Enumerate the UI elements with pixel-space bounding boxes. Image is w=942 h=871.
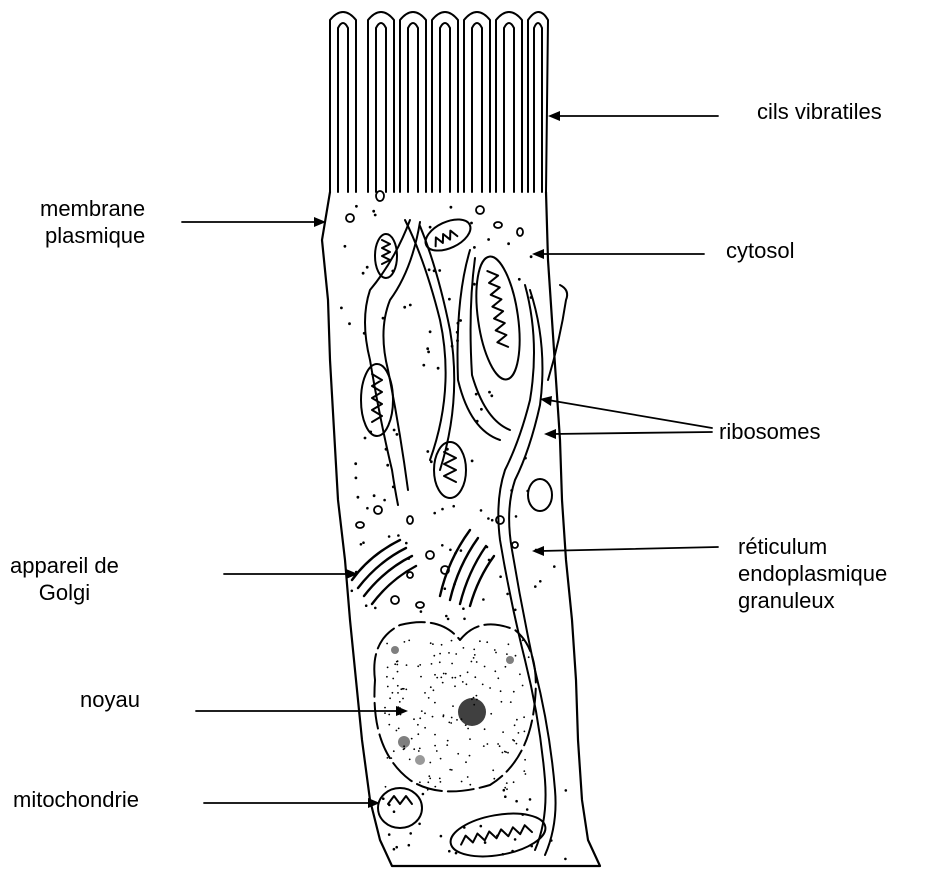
golgi-apparatus — [352, 530, 494, 606]
label-ribosomes: ribosomes — [719, 418, 820, 445]
mitochondria — [361, 213, 552, 863]
label-membrane-plasmique: membrane plasmique — [40, 195, 145, 249]
label-mitochondrie-text: mitochondrie — [13, 786, 139, 813]
label-cytosol: cytosol — [726, 237, 794, 264]
vesicles — [346, 191, 523, 608]
label-noyau-text: noyau — [80, 686, 140, 713]
label-cils-vibratiles-text: cils vibratiles — [757, 98, 882, 125]
cilia — [330, 12, 548, 192]
label-cytosol-text: cytosol — [726, 237, 794, 264]
label-reticulum-line1: réticulum — [738, 533, 887, 560]
label-cils-vibratiles: cils vibratiles — [757, 98, 882, 125]
label-reticulum: réticulum endoplasmique granuleux — [738, 533, 887, 614]
label-reticulum-line3: granuleux — [738, 587, 887, 614]
label-reticulum-line2: endoplasmique — [738, 560, 887, 587]
label-membrane-line1: membrane — [40, 195, 145, 222]
label-mitochondrie: mitochondrie — [13, 786, 139, 813]
label-arrows — [182, 111, 718, 808]
label-appareil-de-golgi: appareil de Golgi — [10, 552, 119, 606]
label-noyau: noyau — [80, 686, 140, 713]
label-ribosomes-text: ribosomes — [719, 418, 820, 445]
label-golgi-line2: Golgi — [10, 579, 119, 606]
label-golgi-line1: appareil de — [10, 552, 119, 579]
label-membrane-line2: plasmique — [40, 222, 145, 249]
